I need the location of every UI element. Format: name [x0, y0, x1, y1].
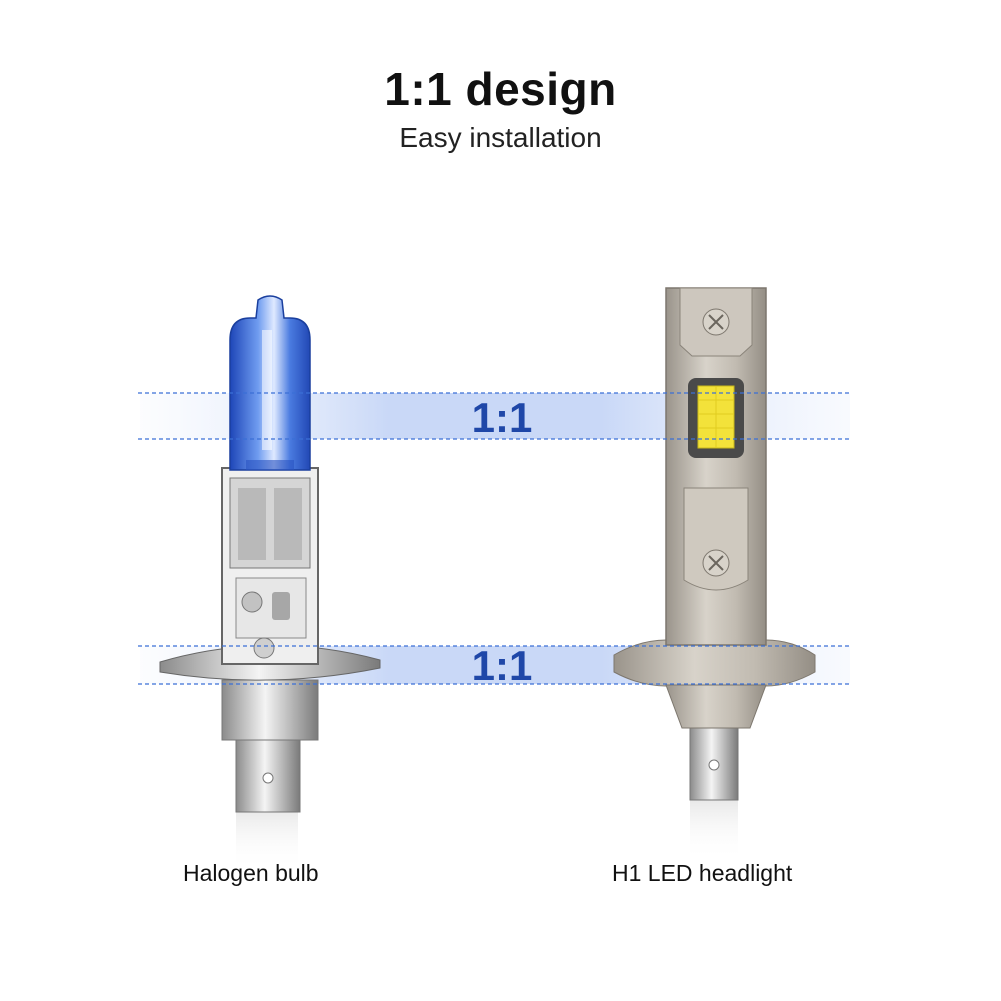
led-headlight-icon — [613, 287, 816, 860]
led-headlight-caption: H1 LED headlight — [612, 860, 793, 886]
bottom-ratio-label: 1:1 — [472, 642, 533, 689]
page-subtitle: Easy installation — [399, 122, 602, 153]
page-title: 1:1 design — [384, 63, 617, 115]
halogen-bulb-caption: Halogen bulb — [183, 860, 319, 886]
top-ratio-label: 1:1 — [472, 394, 533, 441]
halogen-bulb-icon — [159, 295, 381, 870]
